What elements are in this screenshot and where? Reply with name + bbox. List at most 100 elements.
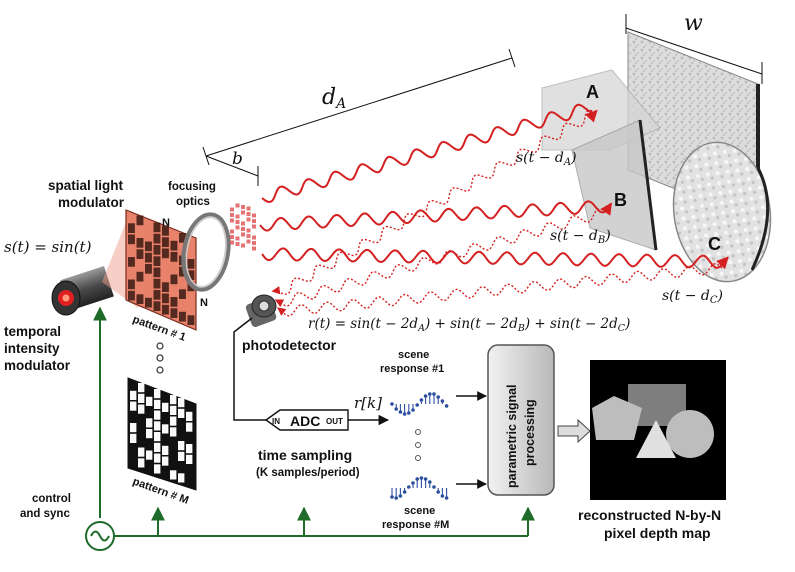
adc-label: ADC — [290, 413, 320, 429]
pattern-m-cell — [178, 441, 185, 451]
response-1-sample — [440, 399, 445, 403]
pattern-m-cell — [154, 442, 161, 452]
slm-cell — [145, 297, 152, 308]
pattern-m-cell — [154, 453, 161, 463]
processing-label-2: processing — [523, 399, 537, 466]
slm-cell — [162, 304, 169, 315]
processing-label-1: parametric signal — [505, 384, 519, 488]
response-1-sample — [411, 408, 415, 412]
focusing-label-2: optics — [176, 196, 210, 208]
pattern-m-cell — [138, 458, 145, 468]
pattern-m-cell — [178, 408, 185, 418]
control-label-2: and sync — [20, 508, 70, 520]
slm-cell — [145, 252, 152, 263]
slm-cell — [153, 245, 161, 255]
slm-cell — [153, 233, 161, 244]
point-b-label: B — [614, 190, 627, 210]
scene-response-1-samples — [390, 392, 449, 416]
projected-cell — [252, 224, 256, 229]
projected-cell — [241, 205, 245, 209]
response-1-sample — [415, 403, 420, 407]
projected-cell — [235, 214, 240, 219]
projected-cell — [235, 220, 240, 224]
response-1-sample — [402, 412, 407, 416]
slm-cell — [128, 257, 135, 267]
slm-cell — [179, 311, 186, 322]
photodetector — [245, 294, 277, 327]
slm-cell — [162, 226, 169, 236]
da-dimension-label: dA — [322, 85, 346, 112]
pattern-m-cell — [130, 423, 137, 433]
pattern-m-cell — [154, 432, 161, 442]
slm-cell — [153, 256, 161, 266]
pattern-m-cell — [186, 454, 193, 464]
pattern-m-cell — [130, 401, 137, 411]
pattern-m-cell — [138, 383, 145, 393]
adc-out-label: OUT — [326, 417, 343, 426]
slm-cell — [170, 274, 178, 285]
response-m-sample — [407, 485, 411, 489]
slm-cell — [153, 267, 161, 278]
response-1-sample — [428, 392, 432, 396]
sync-lines — [93, 306, 535, 537]
signal-equation: s(t) = sin(t) — [4, 238, 92, 256]
response-m-sample — [415, 477, 420, 481]
scene-resp1-label-1: scene — [398, 349, 429, 361]
slm-cell — [136, 215, 144, 226]
slm-cell — [153, 278, 161, 289]
scene-response-m-samples — [390, 476, 449, 500]
response-m-sample — [436, 490, 441, 494]
pattern-m-cell — [154, 389, 161, 399]
slm-cell — [153, 290, 161, 300]
projected-cell — [246, 206, 251, 211]
slm-cell — [136, 249, 144, 259]
temporal-label-1: temporal — [4, 324, 61, 339]
response-m-sample — [390, 495, 394, 499]
projected-cell — [235, 242, 240, 246]
photodetector-label: photodetector — [242, 337, 337, 353]
s-da-label: s(t − dA) — [516, 150, 577, 168]
slm-cell — [153, 222, 161, 233]
projected-cell — [235, 203, 240, 208]
da-sub: A — [334, 96, 346, 112]
pattern-m-cell — [146, 396, 153, 406]
slm-cell — [170, 297, 178, 307]
slm-cell — [153, 301, 161, 311]
slm-cell — [128, 279, 135, 290]
dimension-w — [625, 14, 763, 84]
pattern-dots — [156, 342, 164, 374]
projected-cell — [252, 235, 256, 240]
response-dots — [415, 429, 421, 461]
slm-cell — [162, 237, 169, 247]
projected-cell — [230, 207, 234, 212]
point-a-label: A — [586, 82, 599, 102]
slm-cell — [179, 289, 186, 299]
n-label-top: N — [162, 217, 170, 229]
pattern-m-cell — [146, 418, 153, 428]
s-dc-label: s(t − dC) — [662, 288, 723, 306]
pattern-m-cell — [146, 450, 153, 460]
slm-cell — [145, 241, 152, 252]
focusing-label-1: focusing — [168, 181, 216, 193]
pattern-m — [127, 377, 197, 491]
temporal-label-2: intensity — [4, 341, 60, 356]
wave-back-c — [277, 262, 723, 317]
pattern-m-cell — [154, 410, 161, 420]
projected-cell — [230, 229, 234, 234]
pattern-m-cell — [178, 451, 185, 461]
pattern-m-cell — [154, 399, 161, 409]
response-1-sample — [390, 402, 394, 406]
slm-cell — [128, 234, 135, 245]
response-m-sample — [432, 485, 436, 489]
slm-cell — [179, 233, 186, 243]
pattern-m-cell — [170, 427, 177, 437]
processing-block — [487, 344, 555, 496]
slm-cell — [170, 240, 178, 251]
projected-cell — [246, 228, 251, 233]
projected-cell — [241, 243, 245, 248]
projected-pattern — [230, 203, 256, 251]
pattern-m-cell — [162, 424, 169, 434]
projected-cell — [235, 225, 240, 230]
slm-cell — [162, 248, 169, 259]
